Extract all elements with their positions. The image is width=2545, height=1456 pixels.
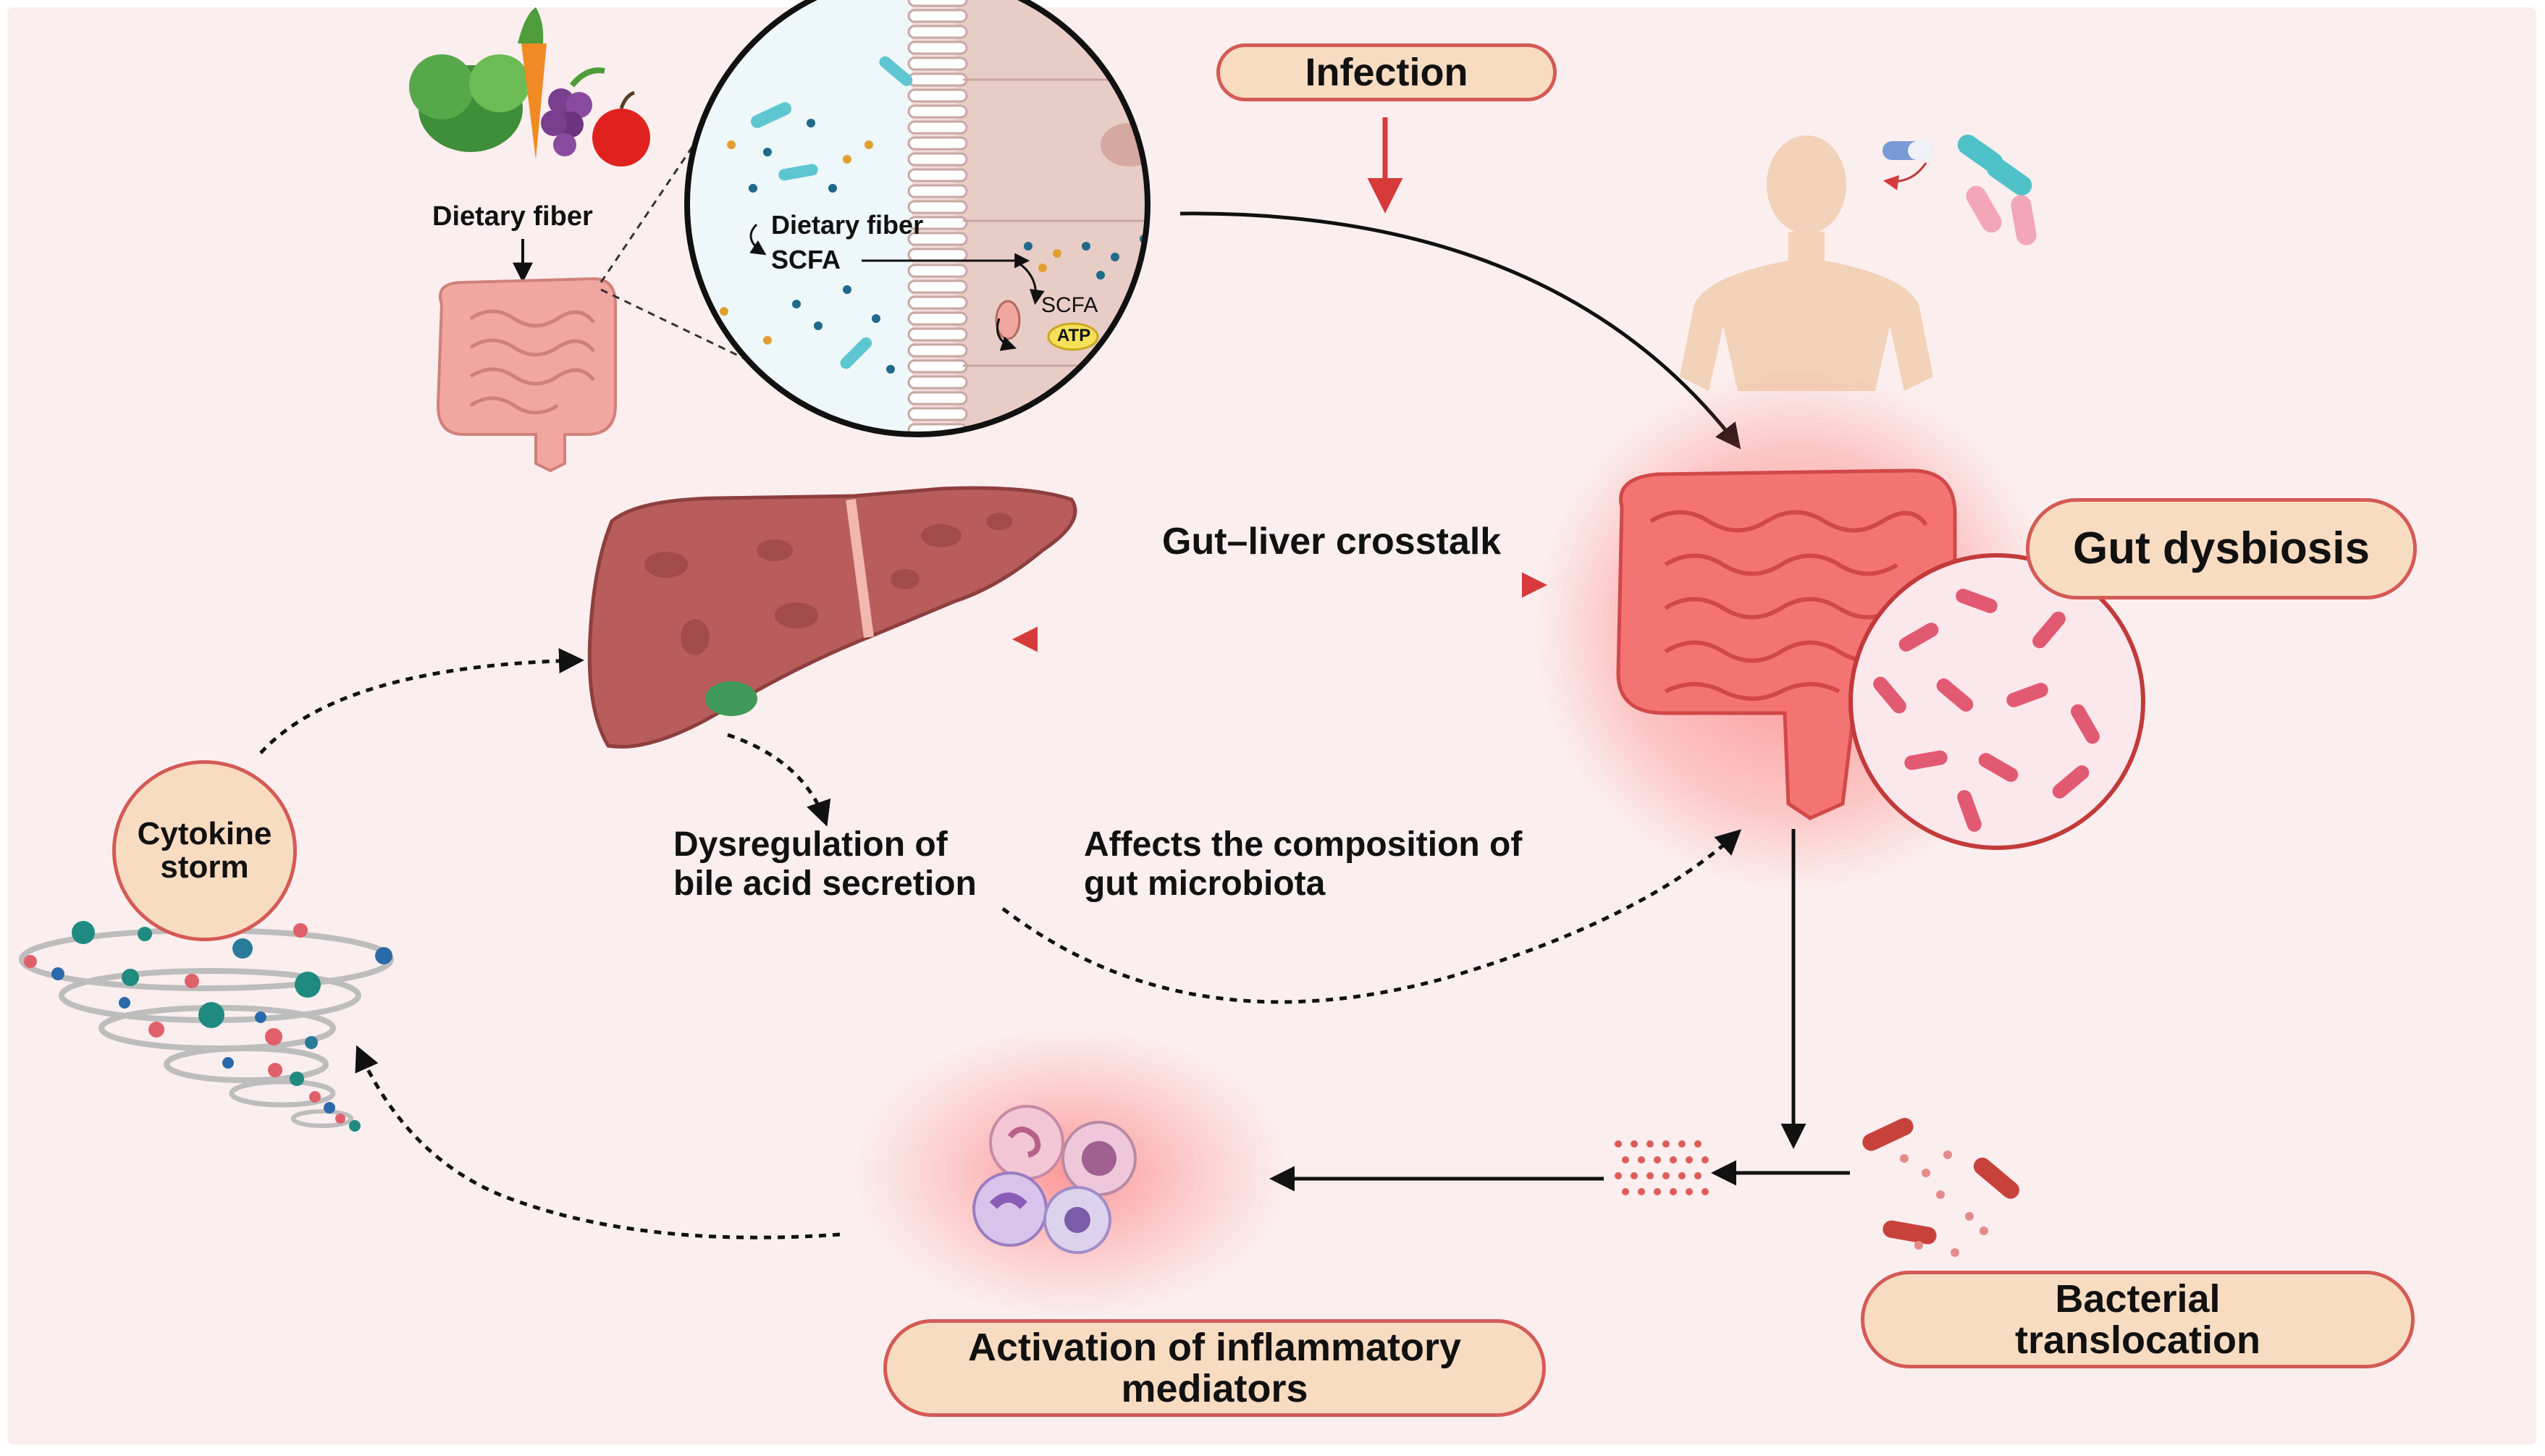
infection-text: Infection bbox=[1305, 50, 1468, 94]
bacterial-text-1: Bacterial bbox=[2055, 1276, 2221, 1321]
inset-dietary-fiber-label: Dietary fiber bbox=[771, 210, 924, 240]
immune-cells-icon bbox=[972, 1105, 1137, 1254]
dysregulation-text-1: Dysregulation of bbox=[673, 825, 948, 864]
activation-text-1: Activation of inflammatory bbox=[967, 1325, 1462, 1369]
inset-atp-label: ATP bbox=[1057, 326, 1091, 345]
gut-dysbiosis-text: Gut dysbiosis bbox=[2073, 523, 2370, 574]
inset-scfa-label-2: SCFA bbox=[1041, 293, 1098, 317]
bacterial-translocation-icon bbox=[1862, 1118, 2019, 1257]
cytokine-storm-label: Cytokine storm bbox=[112, 760, 297, 941]
bacterial-translocation-label: Bacterial translocation bbox=[1861, 1271, 2415, 1368]
dysregulation-label: Dysregulation of bile acid secretion bbox=[673, 825, 977, 904]
human-torso-icon bbox=[1680, 135, 1933, 391]
vegetables-icon bbox=[409, 7, 650, 167]
gut-dysbiosis-label: Gut dysbiosis bbox=[2026, 498, 2417, 599]
inflammatory-mediators-label: Activation of inflammatory mediators bbox=[883, 1319, 1546, 1417]
bacterial-text-2: translocation bbox=[2014, 1318, 2261, 1362]
cytokine-storm-text-2: storm bbox=[160, 849, 249, 885]
cytokine-storm-text-1: Cytokine bbox=[137, 815, 272, 851]
gut-liver-crosstalk-label: Gut–liver crosstalk bbox=[1162, 521, 1502, 563]
bacteria-icon bbox=[1848, 553, 2145, 850]
tornado-icon bbox=[19, 921, 394, 1132]
activation-text-2: mediators bbox=[1121, 1366, 1308, 1410]
microscope-inset bbox=[684, 0, 1150, 437]
dysregulation-text-2: bile acid secretion bbox=[673, 864, 977, 903]
pills-icon bbox=[1883, 134, 2037, 245]
affects-microbiota-label: Affects the composition of gut microbiot… bbox=[1084, 825, 1522, 904]
infection-label: Infection bbox=[1216, 43, 1557, 101]
affects-text-1: Affects the composition of bbox=[1084, 825, 1523, 864]
affects-text-2: gut microbiota bbox=[1084, 864, 1326, 903]
dietary-fiber-label: Dietary fiber bbox=[432, 201, 593, 232]
inset-scfa-label: SCFA bbox=[771, 245, 841, 274]
liver-icon bbox=[587, 486, 1077, 749]
colon-icon bbox=[436, 277, 617, 473]
endotoxin-dots bbox=[1615, 1140, 1709, 1195]
